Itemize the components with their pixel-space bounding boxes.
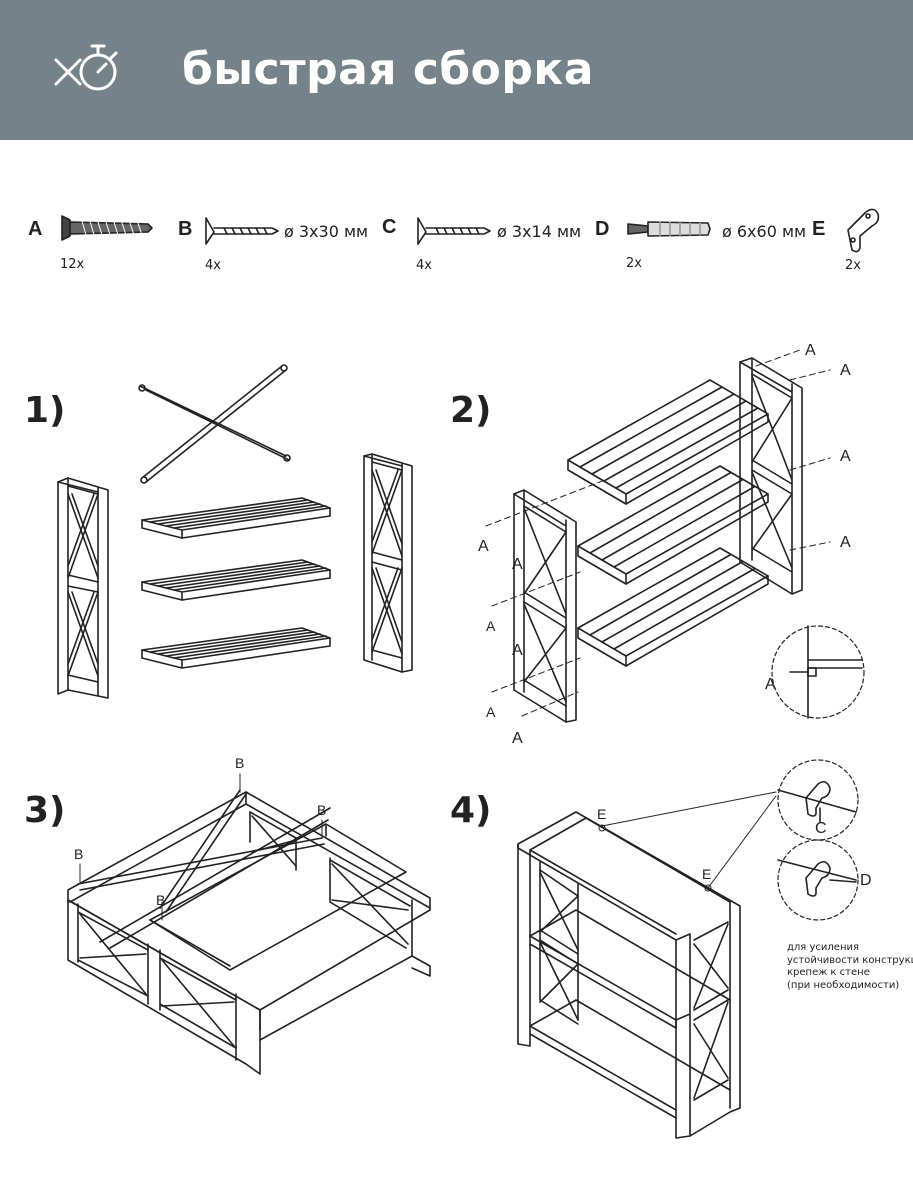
part-c-spec: ø 3x14 мм	[497, 222, 582, 241]
step1-shelves	[141, 497, 331, 669]
step2-detail-tag: A	[765, 676, 776, 693]
part-a-qty: 12x	[60, 257, 85, 272]
screw-b-icon	[205, 217, 279, 245]
step2-shelves	[567, 379, 769, 667]
screwdriver-stopwatch-icon	[54, 44, 118, 91]
step-2-label: 2)	[450, 390, 492, 431]
bracket-e-icon	[847, 208, 880, 253]
step2-tag: A	[512, 556, 523, 573]
step3-tag: B	[235, 755, 245, 771]
step1-cross-bars	[138, 364, 291, 484]
wall-plug-d-icon	[627, 221, 711, 237]
step4-tag-d: D	[860, 872, 872, 889]
step2-right-frame	[739, 357, 803, 595]
step-4-label: 4)	[450, 790, 492, 831]
step4-detail-c	[777, 759, 859, 841]
step2-tag: A	[840, 534, 851, 551]
wall-mount-note: для усиления устойчивости конструкции кр…	[787, 942, 913, 992]
step2-screw-guides	[485, 349, 831, 717]
part-d-spec: ø 6x60 мм	[722, 222, 807, 241]
step2-tag: A	[840, 448, 851, 465]
step2-tag: A	[486, 618, 496, 634]
step3-tag: B	[317, 802, 327, 818]
step2-tag: A	[512, 642, 523, 659]
screw-c-icon	[417, 217, 491, 245]
step3-tag: B	[156, 892, 166, 908]
step4-tag-e: E	[702, 866, 712, 882]
part-a-letter: A	[28, 218, 43, 240]
part-c-qty: 4x	[416, 258, 432, 273]
note-line: устойчивости конструкции	[787, 954, 913, 966]
page-title: быстрая сборка	[182, 44, 594, 95]
part-b-letter: B	[178, 218, 193, 240]
step4-bracket-guides	[598, 791, 777, 892]
note-line: крепеж к стене	[787, 967, 870, 978]
step1-left-frame	[57, 477, 109, 699]
part-e-qty: 2x	[845, 258, 861, 273]
step3-screw-markers	[79, 773, 323, 921]
step2-tag: A	[486, 704, 496, 720]
step2-tag: A	[805, 342, 816, 359]
part-b-spec: ø 3x30 мм	[284, 222, 369, 241]
step2-tag: A	[512, 730, 523, 747]
step4-tag-e: E	[597, 806, 607, 822]
step4-tag-c: C	[815, 820, 827, 837]
step2-left-frame	[513, 489, 577, 723]
step4-detail-d	[777, 839, 859, 921]
step3-tag: B	[74, 846, 84, 862]
step2-tag: A	[840, 362, 851, 379]
note-line: (при необходимости)	[787, 979, 900, 991]
part-d-qty: 2x	[626, 256, 642, 271]
screw-a-icon	[61, 215, 153, 241]
step-3-label: 3)	[24, 790, 66, 831]
step3-cross-rods	[77, 789, 325, 913]
part-e-letter: E	[812, 218, 826, 240]
step3-frame	[67, 791, 431, 1075]
step4-shelf-unit	[517, 811, 741, 1139]
part-c-letter: C	[382, 216, 397, 238]
header-banner: быстрая сборка	[0, 0, 913, 140]
step-1-label: 1)	[24, 390, 66, 431]
step2-detail-circle	[771, 625, 865, 719]
part-b-qty: 4x	[205, 258, 221, 273]
step1-right-frame	[363, 453, 413, 673]
part-d-letter: D	[595, 218, 610, 240]
note-line: для усиления	[787, 942, 860, 953]
step2-tag: A	[478, 538, 489, 555]
